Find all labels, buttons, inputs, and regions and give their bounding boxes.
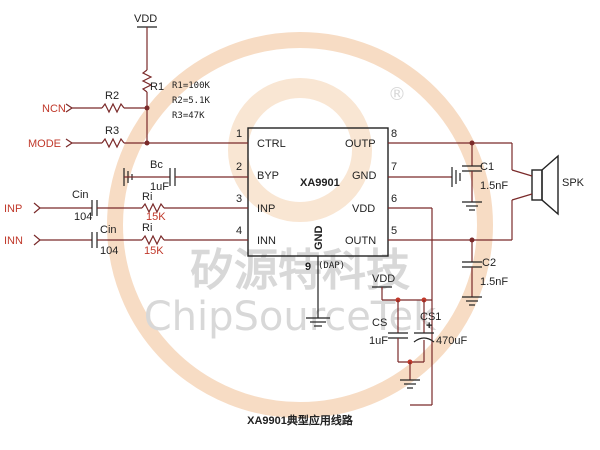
chip-gnd-label: GND	[313, 226, 325, 251]
pin-label-inp: INP	[257, 203, 275, 215]
bc-label: Bc	[150, 159, 163, 171]
cs1-label: CS1	[420, 311, 441, 323]
pin-label-vdd: VDD	[352, 203, 375, 215]
r-value-1: R1=100K	[172, 81, 211, 91]
cin1-value: 104	[74, 211, 92, 223]
ncn-label: NCN	[42, 103, 66, 115]
inn-label: INN	[4, 235, 23, 247]
r-value-3: R3=47K	[172, 111, 205, 121]
cs1-plus: +	[426, 320, 432, 332]
pin-num-4: 4	[236, 225, 242, 237]
c1-label: C1	[480, 161, 494, 173]
resistor-ri2	[141, 234, 165, 246]
pin-label-byp: BYP	[257, 170, 279, 182]
watermark-en: ChipSourceTek	[144, 294, 437, 340]
c2-label: C2	[482, 257, 496, 269]
bc-value: 1uF	[150, 181, 169, 193]
mode-label: MODE	[28, 138, 61, 150]
c1-value: 1.5nF	[480, 180, 508, 192]
r-value-2: R2=5.1K	[172, 96, 211, 106]
ncn-arrow	[65, 103, 74, 113]
r1-label: R1	[150, 81, 164, 93]
pin-num-1: 1	[236, 128, 242, 140]
pin-num-5: 5	[391, 225, 397, 237]
speaker-symbol	[511, 154, 559, 216]
diagram-caption: XA9901典型应用线路	[247, 413, 354, 427]
r2-label: R2	[105, 90, 119, 102]
watermark-mark: ®	[388, 84, 406, 105]
inp-arrow	[33, 202, 41, 214]
ri2-label: Ri	[142, 222, 152, 234]
pin-label-outn: OUTN	[345, 235, 376, 247]
ri1-value: 15K	[146, 211, 166, 223]
cin2-label: Cin	[100, 224, 117, 236]
ground-symbol-c2	[462, 296, 482, 306]
inp-label: INP	[4, 203, 22, 215]
ri2-value: 15K	[144, 245, 164, 257]
pin-num-6: 6	[391, 193, 397, 205]
cs1-value: 470uF	[436, 335, 467, 347]
vdd-bottom-label: VDD	[372, 273, 395, 285]
spk-label: SPK	[562, 177, 585, 189]
cin1-label: Cin	[72, 189, 89, 201]
junction-r1-ctrl	[144, 140, 150, 146]
pin-num-2: 2	[236, 161, 242, 173]
chip-name: XA9901	[300, 177, 340, 189]
r3-label: R3	[105, 125, 119, 137]
cs-label: CS	[372, 317, 387, 329]
ground-symbol-pin7	[451, 167, 461, 187]
junction-r1-r2	[144, 105, 150, 111]
pin-num-3: 3	[236, 193, 242, 205]
ground-symbol-c1	[462, 201, 482, 211]
cap-cs1-plate-b	[413, 337, 435, 343]
dap-label: (DAP)	[318, 261, 345, 271]
inn-arrow	[33, 234, 41, 246]
pin-label-gnd: GND	[352, 170, 377, 182]
cin2-value: 104	[100, 245, 118, 257]
resistor-r1	[141, 69, 153, 93]
resistor-r3	[101, 137, 125, 149]
c2-value: 1.5nF	[480, 276, 508, 288]
resistor-ri1	[141, 202, 165, 214]
pin-num-9: 9	[305, 261, 311, 273]
pin-label-inn: INN	[257, 235, 276, 247]
pin-num-8: 8	[391, 128, 397, 140]
ground-symbol-cs	[400, 379, 420, 389]
ri1-label: Ri	[142, 191, 152, 203]
watermark: 矽源特科技 ChipSourceTek ®	[107, 32, 493, 418]
pin-label-ctrl: CTRL	[257, 138, 286, 150]
watermark-ring	[107, 32, 493, 418]
pin-num-7: 7	[391, 161, 397, 173]
pin-label-outp: OUTP	[345, 138, 376, 150]
resistor-r2	[101, 102, 125, 114]
cs-value: 1uF	[369, 335, 388, 347]
watermark-cn: 矽源特科技	[190, 245, 410, 296]
watermark-logo-ring	[228, 78, 372, 222]
mode-arrow	[65, 138, 74, 148]
vdd-top-label: VDD	[134, 13, 157, 25]
ground-symbol-dap	[306, 317, 330, 327]
